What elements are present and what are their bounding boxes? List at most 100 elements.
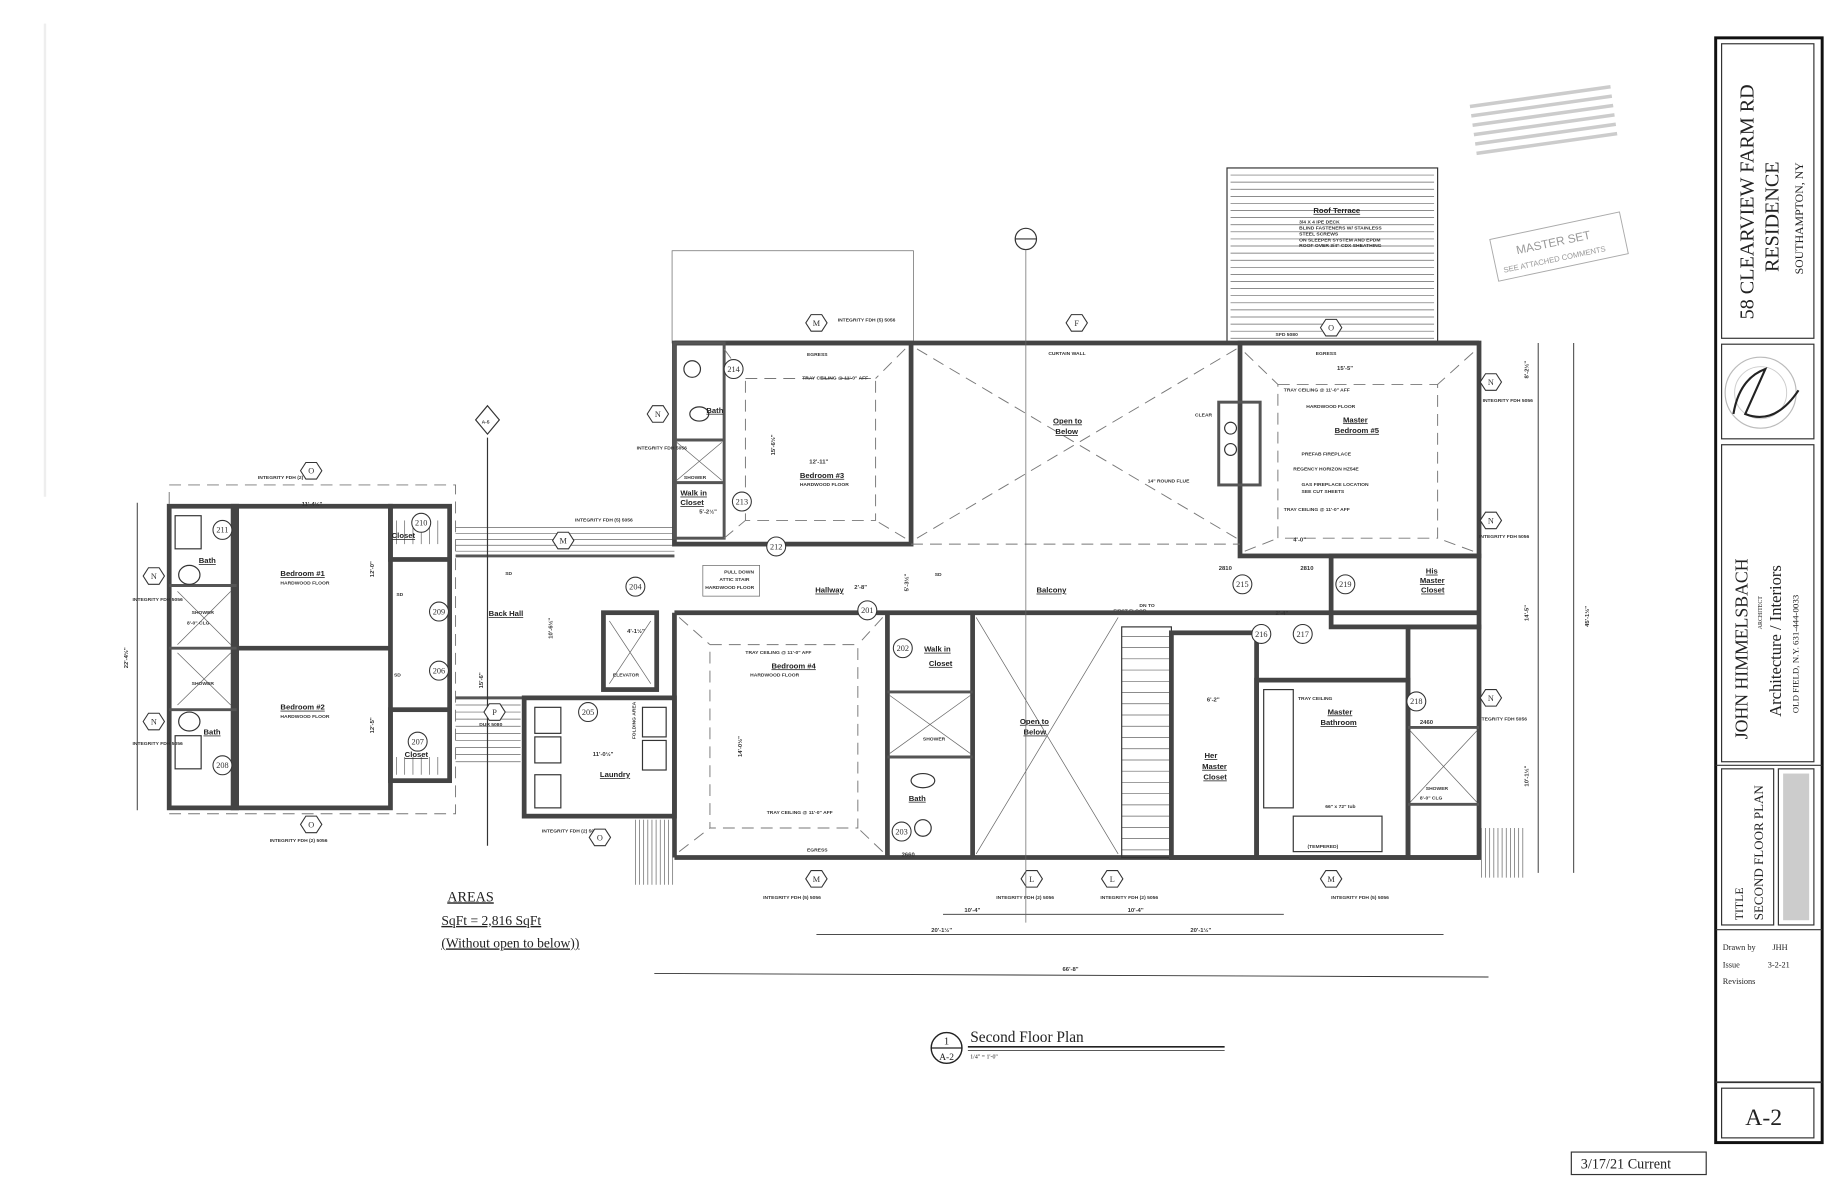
section-mark: A-5 (474, 227, 1038, 923)
door-tag-circle (766, 536, 787, 557)
window-type-tag: M (1319, 870, 1343, 888)
hexagon-icon (483, 703, 506, 721)
dimension: 10'-4" (964, 908, 980, 914)
dimension: 12'-0" (370, 561, 376, 577)
drawn-by-label: Drawn by (1723, 943, 1757, 952)
dimension: 8'-2½" (1524, 361, 1531, 379)
door-tag: 206 (428, 660, 449, 681)
dimension: 45'-1½" (1584, 606, 1591, 627)
dimension: 2660 (902, 852, 916, 858)
room-label-master-bath: Bathroom (1320, 718, 1356, 727)
door-tag-circle (1232, 574, 1253, 595)
dimension: 5'-2½" (699, 508, 717, 515)
clear-note: CLEAR (1195, 412, 1212, 418)
main-lower: Bedroom #4 HARDWOOD FLOOR TRAY CEILING @… (521, 553, 1524, 885)
window-note: INTEGRITY FDH (2) 5056 (996, 895, 1054, 901)
architect-role: ARCHITECT (1758, 596, 1764, 630)
dimension: 15'-6" (479, 672, 485, 688)
dimension: 22'-4½" (123, 647, 130, 668)
hexagon-icon (1319, 318, 1343, 337)
door-tag: 202 (892, 638, 913, 659)
egress-note: EGRESS (807, 848, 828, 854)
open-to-below-label: Open to (1053, 416, 1082, 425)
hexagon-icon (1479, 511, 1503, 530)
shower-note: SHOWER (1426, 786, 1449, 792)
dimension: 10'-6½" (548, 618, 555, 639)
ceiling-note: TRAY CEILING @ 11'-0" AFF (1284, 507, 1350, 513)
window-note: INTEGRITY FDH 5056 (133, 741, 184, 747)
issue-label: Issue (1723, 961, 1740, 970)
door-tag-circle (625, 576, 646, 597)
floor-note: HARDWOOD FLOOR (705, 585, 754, 591)
door-tag: 208 (212, 755, 233, 776)
egress-note: EGRESS (807, 352, 828, 358)
dimension-lines: 10'-4" 10'-4" 20'-1½" 20'-1½" 66'-8" 45'… (654, 343, 1591, 978)
room-label-walk-in: Walk in (924, 645, 951, 654)
door-tag: 216 (1251, 623, 1272, 644)
door-tag: 213 (731, 491, 752, 512)
window-note: INTEGRITY FDH (5) 5056 (575, 518, 633, 524)
room-label-closet: Closet (405, 750, 429, 759)
window-note: INTEGRITY FDH (2) 5056 (258, 475, 316, 481)
door-tag-circle (1335, 574, 1356, 595)
terrace-note: 3/4 X 4 IPE DECK (1299, 220, 1340, 226)
window-type-letter: N (151, 572, 157, 581)
window-type-letter: O (1328, 324, 1334, 333)
fireplace-note: PREFAB FIREPLACE (1302, 451, 1352, 457)
floor-note: HARDWOOD FLOOR (280, 580, 329, 586)
door-number: 219 (1339, 580, 1351, 589)
door-tag: 218 (1406, 691, 1427, 712)
dimension: 15'-6½" (770, 434, 777, 455)
door-number: 203 (895, 827, 907, 836)
window-type-letter: F (1074, 319, 1079, 328)
fireplace-note: SEE CUT SHEETS (1302, 489, 1345, 495)
hexagon-icon (805, 314, 828, 332)
dimension: 20'-1½" (1190, 927, 1211, 934)
door-tag-circle (1406, 691, 1427, 712)
door-tag-circle (428, 660, 449, 681)
door-tag: 217 (1292, 623, 1313, 644)
door-number: 202 (897, 644, 909, 653)
window-type-tag: M (551, 531, 575, 550)
drawing-title: 1 A-2 Second Floor Plan 1/4" = 1'-0" (930, 1029, 1225, 1065)
hexagon-icon (1479, 689, 1503, 707)
window-type-tag: O (299, 815, 323, 834)
door-tag-circle (857, 600, 878, 621)
window-type-letter: N (1488, 516, 1494, 525)
ceiling-note: TRAY CEILING @ 11'-0" AFF (745, 650, 811, 656)
door-tag: 204 (625, 576, 646, 597)
firm-type: Architecture / Interiors (1766, 565, 1785, 717)
door-tag-circle (892, 638, 913, 659)
floor-note: HARDWOOD FLOOR (1306, 404, 1355, 410)
window-type-letter: O (597, 833, 603, 842)
door-tag-circle (723, 359, 744, 380)
revisions-label: Revisions (1723, 977, 1756, 986)
window-note: INTEGRITY FDH (2) 5056 (1100, 895, 1158, 901)
architect-seal (1724, 356, 1800, 429)
ceiling-note: 8'-0" CLG (1420, 796, 1443, 802)
door-number: 211 (216, 526, 228, 535)
shower-note: SHOWER (923, 736, 946, 742)
tempered-note: (TEMPERED) (1307, 844, 1338, 850)
window-type-tag: L (1020, 870, 1044, 888)
hexagon-icon (142, 567, 166, 585)
drawing-sheet-ref: A-2 (939, 1053, 954, 1063)
tub-note: 66" x 72" tub (1325, 804, 1355, 810)
window-type-letter: O (308, 467, 314, 476)
project-name: 58 CLEARVIEW FARM RD (1737, 84, 1759, 319)
hexagon-icon (1319, 870, 1343, 888)
window-type-letter: P (492, 708, 497, 717)
hexagon-icon (646, 405, 670, 423)
flue-note: 14" ROUND FLUE (1148, 479, 1190, 485)
door-tag-circle (428, 601, 449, 622)
areas-sqft: SqFt = 2,816 SqFt (441, 913, 541, 928)
door-tag-circle (1292, 623, 1313, 644)
door-number: 205 (582, 708, 594, 717)
room-label-bedroom-4: Bedroom #4 (771, 661, 816, 670)
ceiling-note: TRAY CEILING @ 11'-0" AFF (1284, 388, 1350, 394)
room-label-closet: Closet (392, 531, 416, 540)
hexagon-icon (1065, 314, 1089, 332)
drawing-number: 1 (944, 1036, 949, 1047)
hexagon-icon (299, 815, 323, 834)
door-tag: 212 (766, 536, 787, 557)
